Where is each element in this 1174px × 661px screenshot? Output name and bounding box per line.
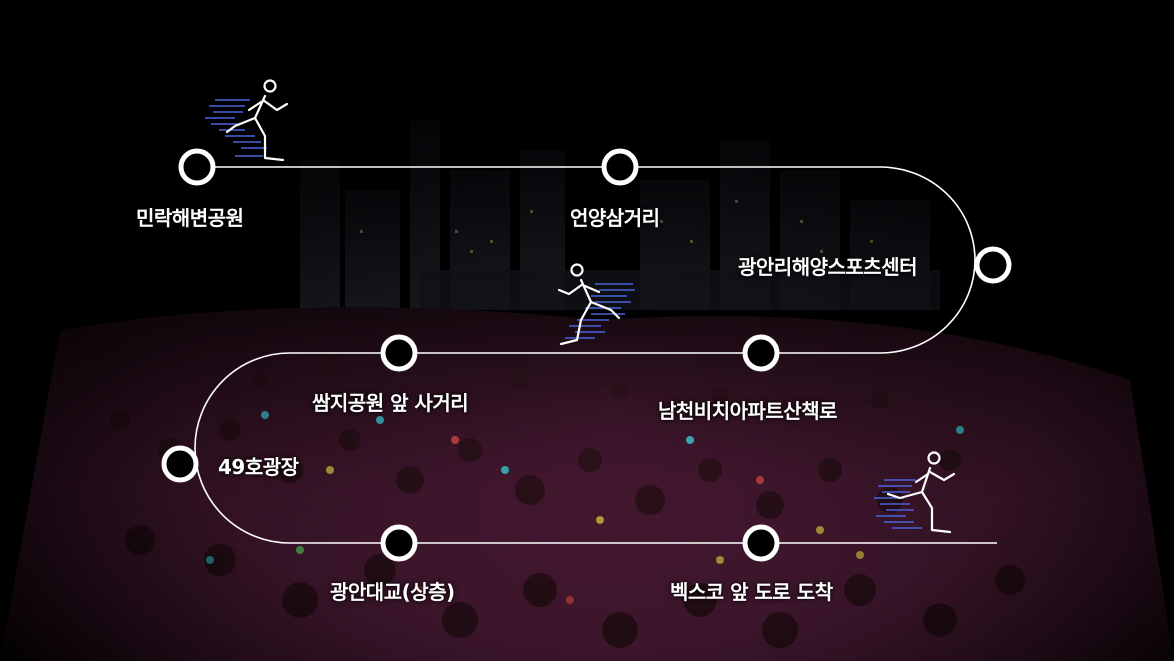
route-line xyxy=(194,166,997,544)
stop-marker-gwangalli-sports xyxy=(974,246,1012,284)
stop-marker-bridge xyxy=(380,524,418,562)
stop-label-eonyang: 언양삼거리 xyxy=(570,206,660,230)
stop-marker-bexco xyxy=(742,524,780,562)
stop-label-ssamji: 쌈지공원 앞 사거리 xyxy=(312,391,469,415)
runner-icon xyxy=(205,79,289,162)
stop-marker-plaza49 xyxy=(161,445,199,483)
stop-label-bexco: 벡스코 앞 도로 도착 xyxy=(670,580,833,604)
stop-label-gwangalli-sports: 광안리해양스포츠센터 xyxy=(738,255,918,279)
stop-label-plaza49: 49호광장 xyxy=(218,455,299,479)
stop-label-minrak: 민락해변공원 xyxy=(136,206,244,230)
runner-icon xyxy=(557,263,635,346)
stop-label-bridge: 광안대교(상층) xyxy=(330,580,455,604)
stop-marker-eonyang xyxy=(601,148,639,186)
stop-label-namcheon: 남천비치아파트산책로 xyxy=(658,399,838,423)
stop-marker-minrak xyxy=(178,148,216,186)
stop-marker-namcheon xyxy=(742,334,780,372)
stop-marker-ssamji xyxy=(380,334,418,372)
runner-icon xyxy=(874,451,956,534)
